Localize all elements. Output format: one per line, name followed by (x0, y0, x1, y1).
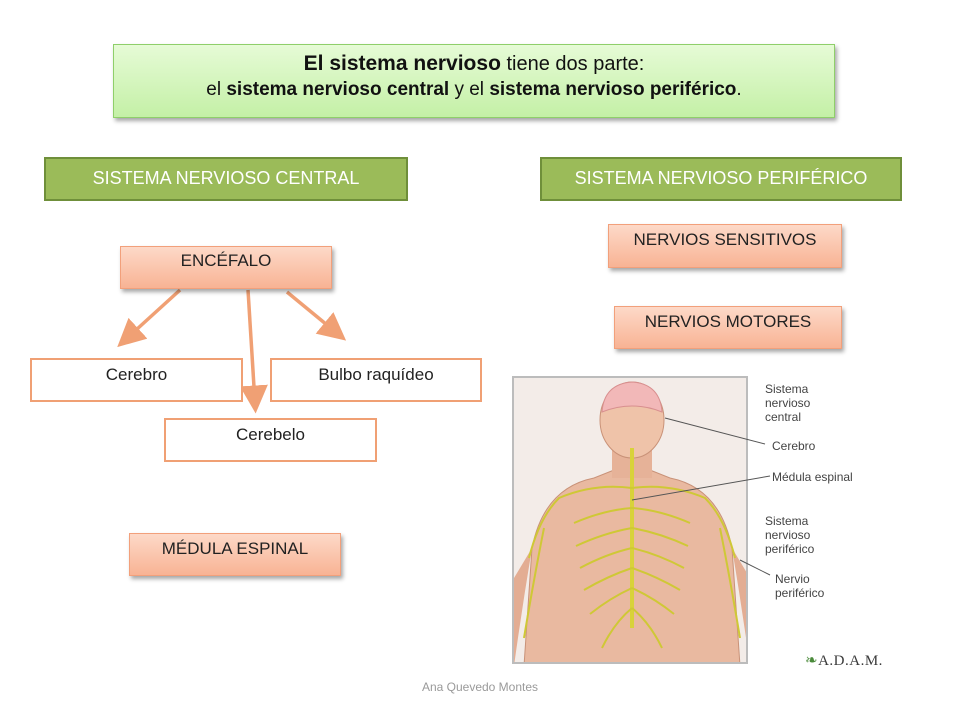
header-periferico: SISTEMA NERVIOSO PERIFÉRICO (540, 157, 902, 201)
title-part-a: el (206, 79, 227, 100)
label-nervio: Nervio periférico (775, 572, 824, 600)
footer-author: Ana Quevedo Montes (421, 680, 539, 694)
label-snp-1: Sistema (765, 514, 809, 528)
label-snp: Sistema nervioso periférico (765, 514, 814, 556)
cerebro-box: Cerebro (30, 358, 243, 402)
title-rest-1: tiene dos parte: (500, 53, 645, 75)
leader-cerebro (664, 417, 766, 445)
body-illustration (514, 381, 746, 662)
cerebelo-box: Cerebelo (164, 418, 377, 462)
title-part-b: y el (449, 79, 490, 100)
label-nervio-2: periférico (775, 586, 825, 600)
encefalo-box: ENCÉFALO (120, 246, 332, 289)
medula-box: MÉDULA ESPINAL (129, 533, 341, 576)
title-bold-periferico: sistema nervioso periférico (489, 79, 737, 100)
title-period: . (736, 79, 742, 100)
label-cerebro: Cerebro (772, 439, 816, 453)
label-nervio-1: Nervio (775, 572, 810, 586)
leader-nervio (739, 559, 771, 576)
arrow-to-cerebro (117, 288, 182, 348)
logo-text: A.D.A.M. (818, 653, 883, 669)
arrow-to-cerebelo (239, 289, 268, 414)
title-box: El sistema nervioso tiene dos parte: el … (113, 44, 835, 118)
title-bold-central: sistema nervioso central (226, 79, 450, 100)
title-line-1: El sistema nervioso tiene dos parte: (114, 51, 834, 77)
header-central: SISTEMA NERVIOSO CENTRAL (44, 157, 408, 201)
label-snc: Sistema nervioso central (765, 382, 810, 424)
leader-medula (631, 475, 771, 501)
bulbo-box: Bulbo raquídeo (270, 358, 482, 402)
label-medula: Médula espinal (772, 470, 853, 484)
adam-logo: ❧A.D.A.M. (805, 651, 883, 670)
label-snp-3: periférico (765, 542, 815, 556)
sensitivos-box: NERVIOS SENSITIVOS (608, 224, 842, 268)
label-snp-2: nervioso (765, 528, 811, 542)
arrow-to-bulbo (285, 290, 347, 341)
title-bold-1: El sistema nervioso (303, 52, 501, 75)
label-snc-1: Sistema (765, 382, 809, 396)
label-snc-2: nervioso (765, 396, 811, 410)
title-line-2: el sistema nervioso central y el sistema… (114, 77, 834, 103)
leaf-icon: ❧ (805, 653, 819, 669)
anatomy-figure (512, 376, 748, 664)
label-snc-3: central (765, 410, 802, 424)
motores-box: NERVIOS MOTORES (614, 306, 842, 349)
